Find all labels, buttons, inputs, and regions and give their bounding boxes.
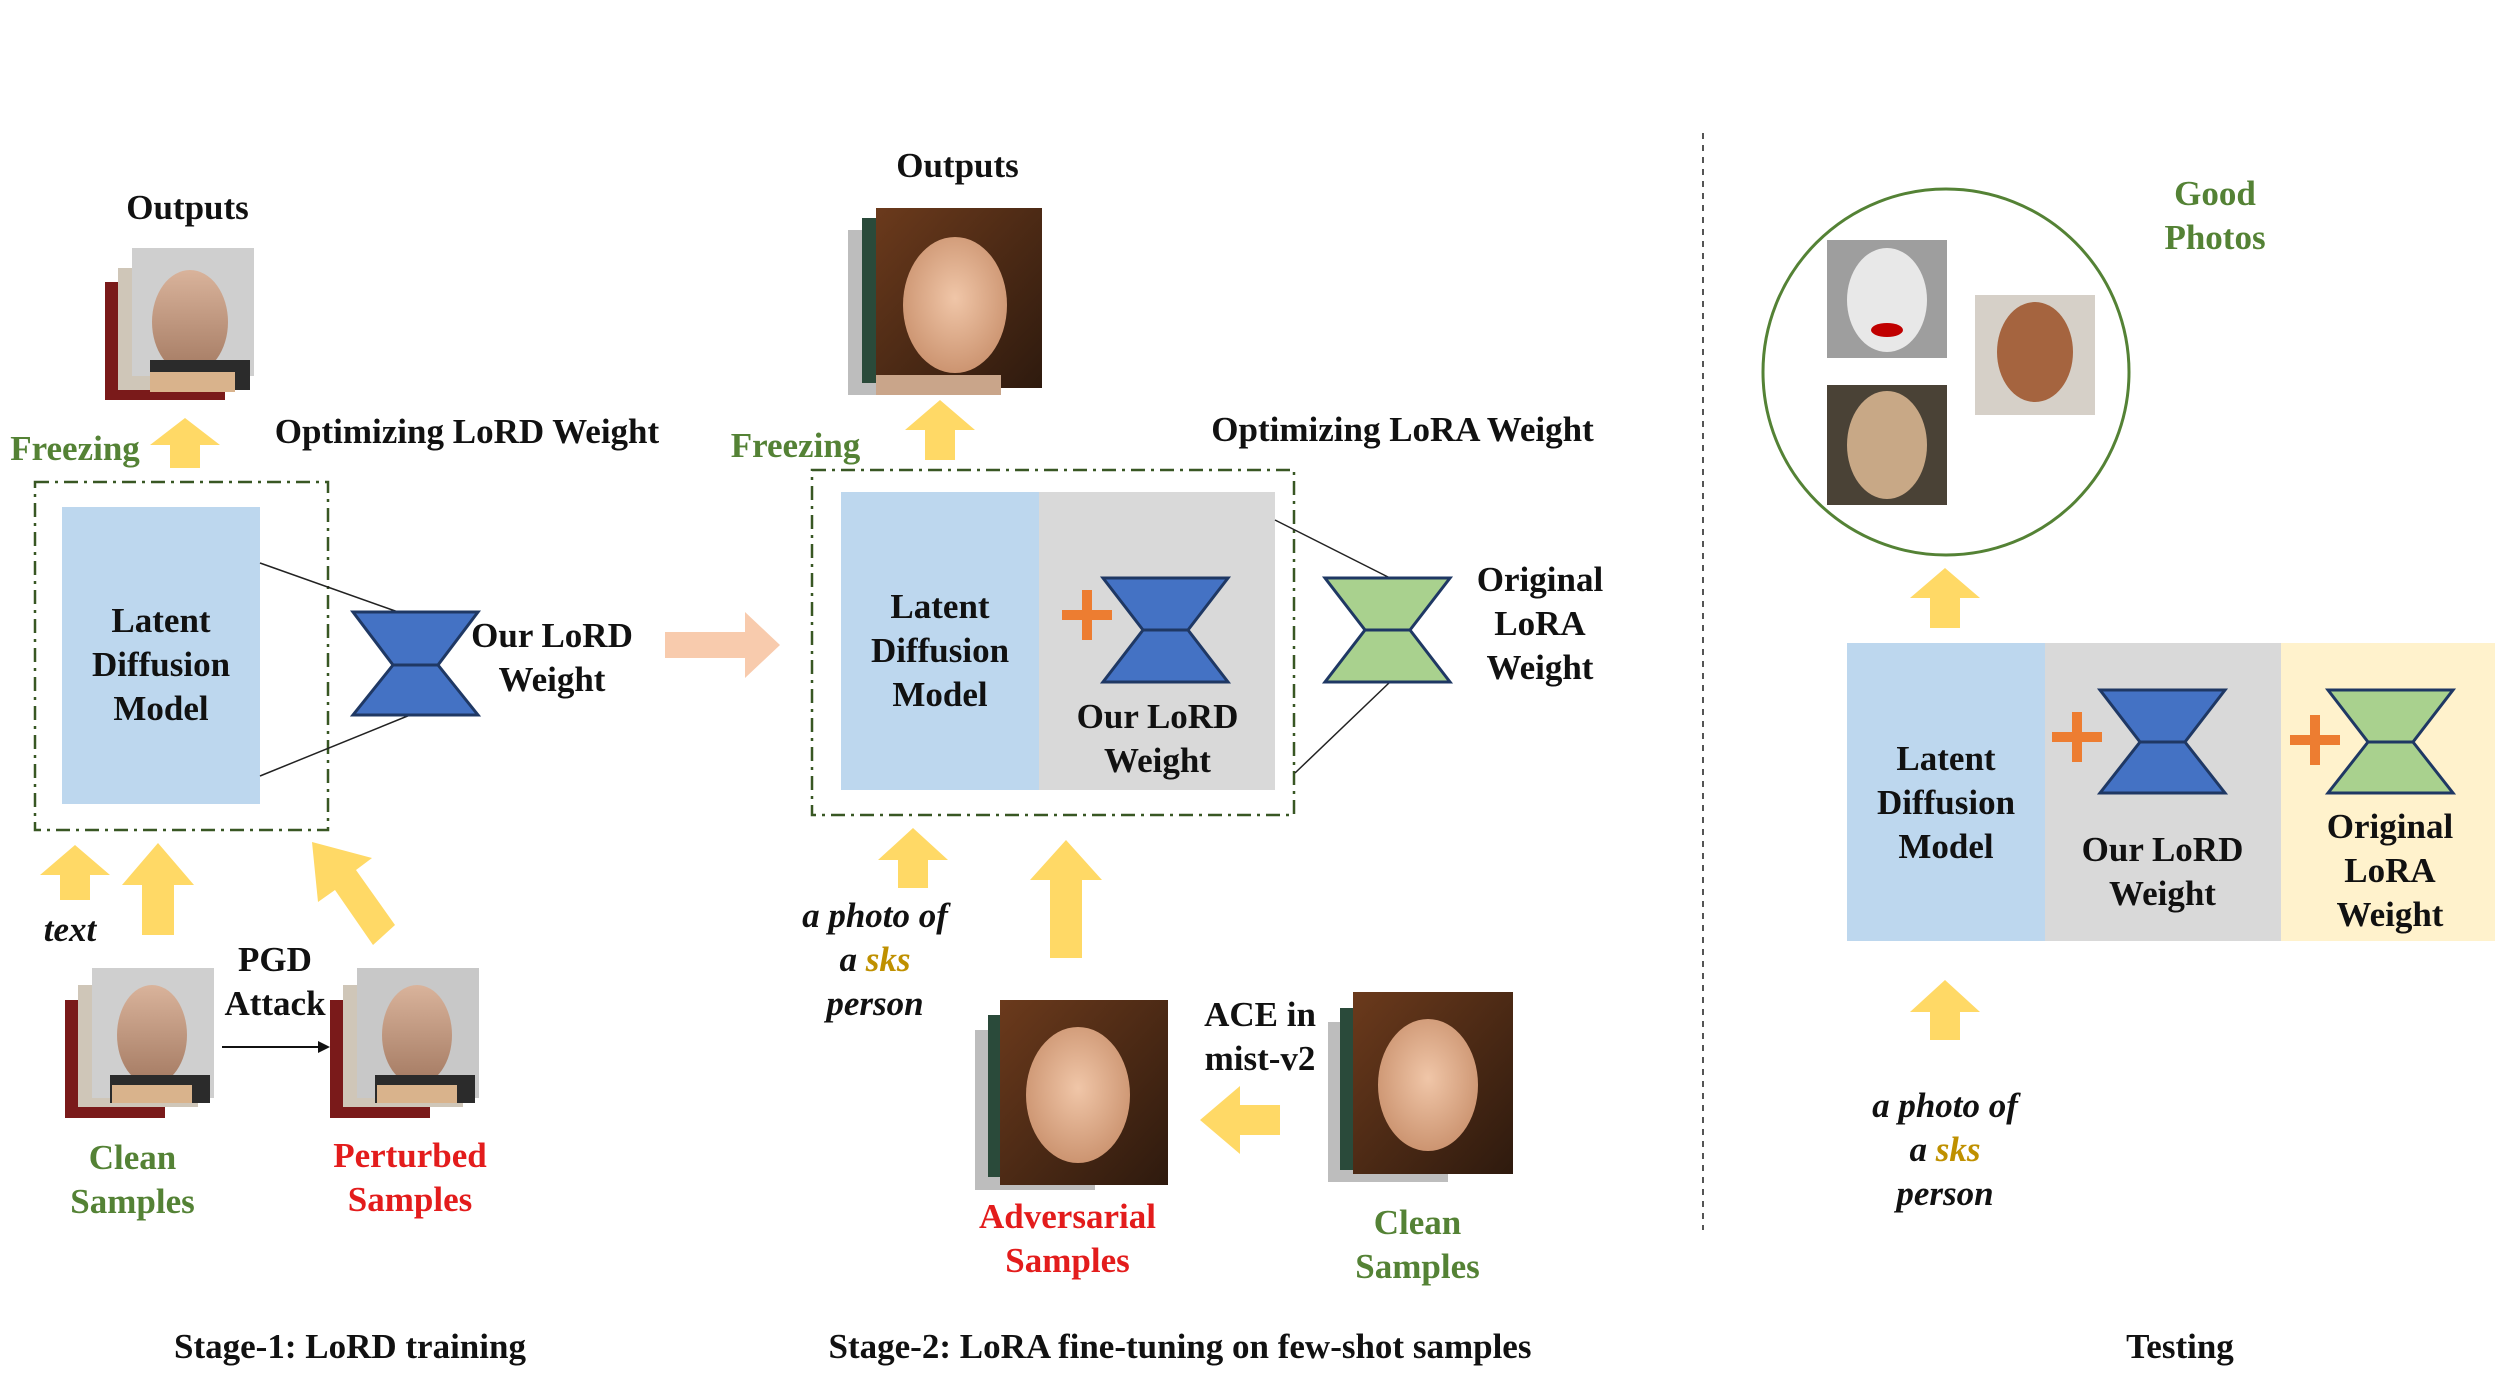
stage1-freezing-label: Freezing [10, 429, 140, 468]
stage1-caption: Stage-1: LoRD training [174, 1327, 526, 1366]
stage1-text-arrow [40, 845, 110, 900]
stage2-adversarial-arrow [1030, 840, 1102, 958]
testing-caption: Testing [2126, 1327, 2234, 1366]
stage2-outputs-label: Outputs [896, 146, 1019, 185]
stage2-freezing-label: Freezing [730, 426, 861, 465]
testing-plus-icon-1 [2052, 712, 2102, 762]
stage1-outputs-images [105, 248, 254, 400]
sks-token: sks [1935, 1130, 1981, 1169]
good-photos-circle [1761, 187, 2131, 557]
good-photo-1 [1827, 240, 1947, 358]
stage1-frozen-box [33, 480, 330, 832]
stage1-clean-images [65, 968, 214, 1118]
stage2-frozen-box [810, 468, 1296, 817]
stage1-freezing-arrow [150, 418, 220, 468]
stage2-outputs-images [848, 208, 1042, 395]
ace-arrow [1200, 1086, 1280, 1154]
stage2-freezing-arrow [905, 400, 975, 460]
stage2-prompt-label: a photo of a sks person [802, 896, 948, 1023]
good-photo-2 [1975, 295, 2095, 415]
stage1-clean-arrow [122, 843, 194, 935]
stage2-ldm-block [841, 492, 1039, 790]
stage2-plus-icon [1062, 590, 1112, 640]
stage1-to-stage2-arrow [665, 612, 780, 678]
testing-output-arrow [1910, 568, 1980, 628]
stage2-prompt-arrow [878, 828, 948, 888]
stage2-clean-images [1328, 992, 1513, 1182]
stage1-optimizing-label: Optimizing LoRD Weight [274, 412, 660, 451]
stage2-adversarial-images [975, 1000, 1168, 1190]
stage1-text-label: text [43, 910, 97, 949]
good-photo-3 [1827, 385, 1947, 505]
stage1-perturbed-images [330, 968, 479, 1118]
testing-plus-icon-2 [2290, 715, 2340, 765]
testing-prompt-arrow [1910, 980, 1980, 1040]
testing-prompt-label: a photo of a sks person [1872, 1086, 2018, 1213]
stage2-optimizing-label: Optimizing LoRA Weight [1211, 410, 1594, 449]
testing-ldm-block [1847, 643, 2045, 941]
stage1-outputs-label: Outputs [126, 188, 249, 227]
stage2-caption: Stage-2: LoRA fine-tuning on few-shot sa… [828, 1327, 1532, 1366]
stage1-perturbed-arrow [312, 842, 395, 945]
sks-token: sks [865, 940, 911, 979]
stage1-ldm-block [62, 507, 260, 804]
